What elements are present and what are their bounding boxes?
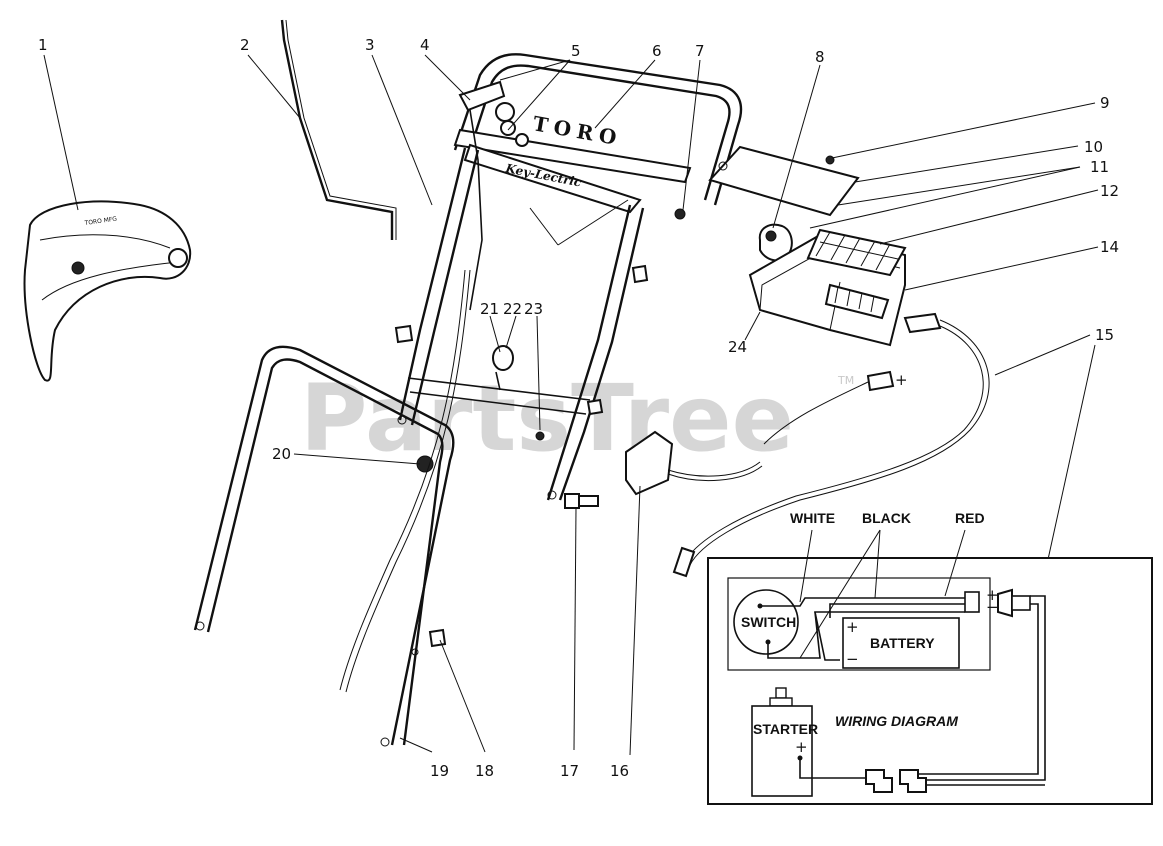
wiring-diagram: WHITE BLACK RED SWITCH BATTERY + − + − S…: [707, 510, 1153, 805]
callout-12: 12: [1100, 182, 1119, 200]
callout-18: 18: [475, 762, 494, 780]
callout-3: 3: [365, 36, 375, 54]
leader-lines: [43, 54, 1099, 756]
part-14-battery-box: [748, 223, 907, 347]
callout-17: 17: [560, 762, 579, 780]
callout-5: 5: [571, 42, 581, 60]
part-21-22-23-clip: [492, 345, 545, 441]
part-16-charger: [625, 430, 763, 496]
battery-minus: −: [846, 650, 859, 668]
starter-symbol: [751, 705, 813, 797]
callout-labels: 1 2 3 4 5 6 7 8 9 10 11 12 14 15 16 17 1…: [38, 36, 1119, 780]
svg-text:−: −: [986, 598, 999, 616]
callout-7: 7: [695, 42, 705, 60]
callout-2: 2: [240, 36, 250, 54]
battery-symbol: [842, 617, 960, 669]
part-12-battery-cells: [806, 228, 907, 277]
watermark: PartsTree: [300, 365, 794, 472]
callout-23: 23: [524, 300, 543, 318]
part-3-lower-handle: [397, 147, 645, 501]
watermark-trademark: TM: [837, 374, 854, 387]
starter-label: STARTER: [753, 721, 818, 737]
callout-19: 19: [430, 762, 449, 780]
part-17-bolt: [564, 493, 599, 509]
callout-24: 24: [728, 338, 747, 356]
part-10-11-cover-plate: [708, 145, 860, 217]
battery-label: BATTERY: [870, 635, 935, 651]
wire-label-black: BLACK: [862, 510, 911, 526]
switch-label: SWITCH: [741, 614, 796, 630]
knob-b: [394, 324, 414, 344]
callout-8: 8: [815, 48, 825, 66]
callout-4: 4: [420, 36, 430, 54]
callout-16: 16: [610, 762, 629, 780]
part-18-clip: [428, 628, 447, 648]
svg-text:+: +: [895, 371, 908, 389]
part-7-screw: [674, 208, 686, 220]
handle-cable: [339, 269, 466, 691]
knob-c: [586, 398, 604, 416]
part-2-rod: [280, 19, 394, 240]
svg-text:+: +: [986, 586, 999, 604]
part-1-shield: TORO MFG: [23, 200, 192, 382]
callout-6: 6: [652, 42, 662, 60]
part-19-lower-frame: [193, 345, 455, 747]
knob-a: [631, 264, 649, 284]
callout-14: 14: [1100, 238, 1119, 256]
wire-label-white: WHITE: [790, 510, 835, 526]
callout-9: 9: [1100, 94, 1110, 112]
callout-10: 10: [1084, 138, 1103, 156]
wiring-diagram-title: WIRING DIAGRAM: [835, 713, 958, 729]
starter-plus: +: [795, 738, 808, 756]
wire-label-red: RED: [955, 510, 985, 526]
battery-plus: +: [846, 618, 859, 636]
callout-20: 20: [272, 445, 291, 463]
part-15-cable: +: [672, 312, 990, 578]
callout-15: 15: [1095, 326, 1114, 344]
callout-22: 22: [503, 300, 522, 318]
part-4-5-key-switch: [458, 80, 529, 311]
callout-21: 21: [480, 300, 499, 318]
callout-1: 1: [38, 36, 48, 54]
svg-text:TORO MFG: TORO MFG: [83, 215, 117, 227]
callout-11: 11: [1090, 158, 1109, 176]
